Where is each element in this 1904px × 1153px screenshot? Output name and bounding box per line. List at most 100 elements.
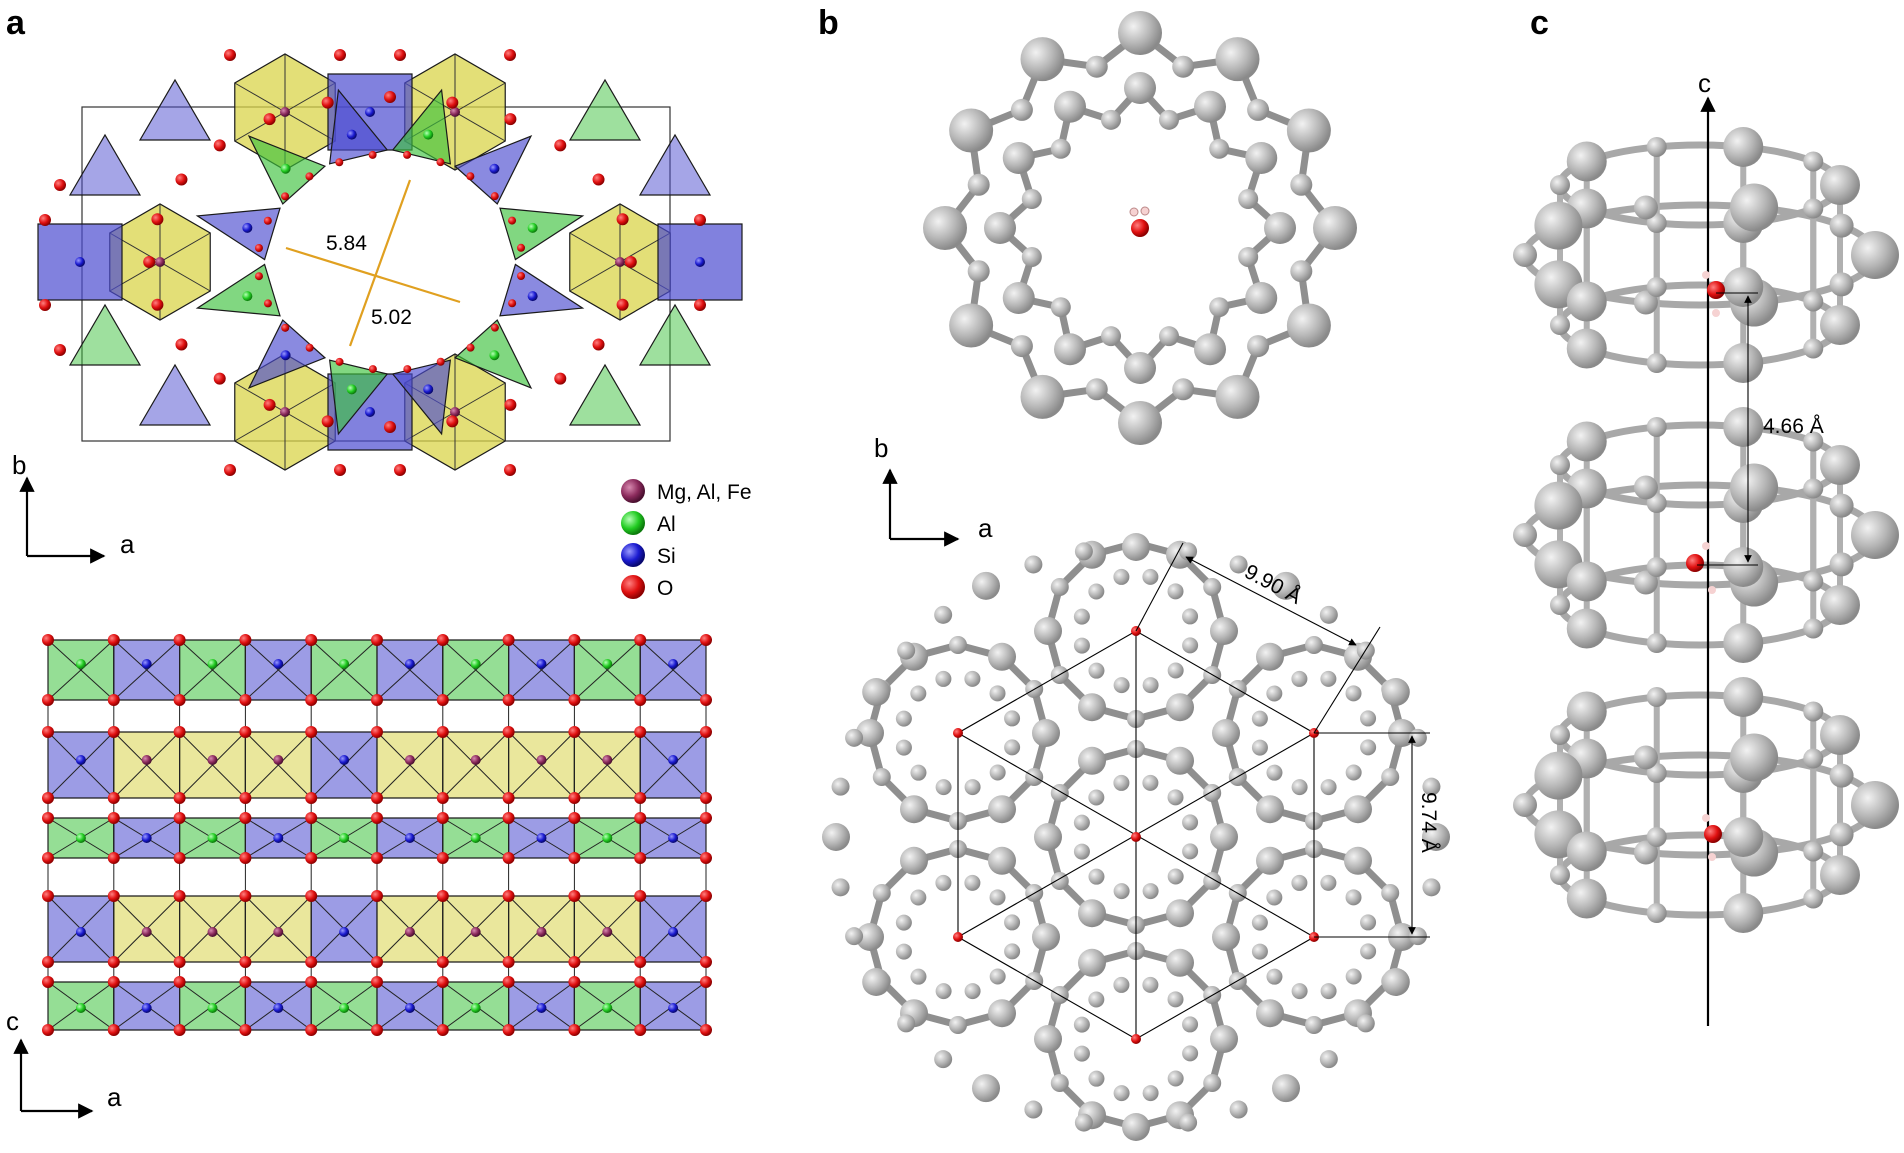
framework-atom (1803, 431, 1824, 452)
framework-atom (1266, 889, 1283, 906)
oxygen-atom (107, 792, 120, 804)
cation-atom (75, 1003, 86, 1013)
framework-atom (1032, 719, 1060, 747)
framework-atom (1032, 923, 1060, 951)
oxygen-atom (371, 634, 383, 646)
cation-atom (207, 927, 218, 937)
framework-atom (1113, 883, 1130, 900)
oxygen-atom (403, 150, 412, 159)
oxygen-atom (504, 49, 516, 61)
polyhedron-face (138, 363, 212, 426)
oxygen-atom (305, 343, 314, 352)
framework-atom (910, 889, 927, 906)
oxygen-atom (634, 852, 647, 864)
hydrogen-atom (1708, 853, 1716, 861)
framework-atom (897, 641, 916, 660)
oxygen-atom (281, 192, 290, 201)
framework-atom (1566, 421, 1607, 462)
framework-atom (1002, 282, 1035, 314)
framework-atom (1054, 90, 1086, 123)
framework-atom (910, 968, 927, 985)
oxygen-atom (502, 634, 515, 646)
framework-atom (1088, 662, 1105, 679)
framework-atom (964, 983, 981, 1000)
legend-item-si: Si (621, 543, 676, 568)
framework-atom (1803, 701, 1824, 722)
panel-a-bottom-structure (42, 634, 712, 1036)
oxygen-atom (568, 1024, 581, 1036)
framework-atom (1360, 739, 1377, 756)
framework-atom (1124, 352, 1156, 384)
oxygen-atom (263, 299, 272, 308)
framework-atom (1212, 923, 1240, 951)
framework-atom (1209, 138, 1230, 159)
framework-atom (1291, 874, 1308, 891)
pore-dim-1: 5.84 (326, 232, 367, 255)
framework-atom (1286, 303, 1331, 348)
framework-atom (1345, 889, 1362, 906)
framework-atom (1803, 151, 1824, 172)
framework-atom (1290, 260, 1313, 283)
si-atom (365, 107, 375, 117)
oxygen-atom (107, 956, 120, 968)
framework-atom (1264, 212, 1296, 244)
oxygen-atom (335, 158, 344, 167)
oxygen-atom (371, 852, 383, 864)
oxygen-atom (624, 256, 637, 268)
polyhedron-edge (574, 639, 641, 701)
framework-atom (1245, 142, 1278, 174)
framework-atom (1513, 243, 1537, 267)
oxygen-atom (239, 890, 252, 902)
framework-atom (1633, 570, 1658, 595)
framework-atom (935, 983, 952, 1000)
framework-atom (1646, 136, 1667, 157)
framework-atom (1088, 583, 1105, 600)
oxygen-atom (568, 634, 581, 646)
oxygen-atom (634, 634, 647, 646)
oxygen-atom (107, 812, 120, 824)
cation-atom (141, 1003, 152, 1013)
framework-atom (1024, 555, 1043, 574)
framework-atom (923, 206, 967, 250)
oxygen-atom (517, 243, 526, 252)
framework-atom (1021, 246, 1042, 267)
framework-atom (856, 923, 884, 951)
oxygen-atom (700, 726, 712, 738)
framework-atom (1320, 983, 1337, 1000)
framework-atom (1646, 556, 1667, 577)
oxygen-atom (42, 852, 54, 864)
oxygen-atom (634, 694, 647, 706)
oxygen-atom (502, 976, 515, 988)
oxygen-atom (173, 890, 186, 902)
legend-label: Mg, Al, Fe (657, 481, 752, 504)
framework-atom (989, 764, 1006, 781)
framework-atom (1142, 774, 1159, 791)
framework-atom (1078, 693, 1106, 722)
oxygen-atom (305, 1024, 318, 1036)
framework-atom (1194, 333, 1226, 366)
framework-atom (1210, 617, 1238, 645)
framework-atom (935, 670, 952, 687)
oxygen-atom (173, 634, 186, 646)
framework-atom (1566, 141, 1607, 182)
oxygen-atom (504, 113, 517, 126)
panel-a-letter: a (6, 4, 26, 42)
oxygen-atom (436, 357, 445, 366)
cation-atom (470, 659, 481, 669)
oxygen-atom (436, 852, 449, 864)
framework-atom (1256, 999, 1284, 1028)
framework-atom (934, 1050, 953, 1069)
panel-b-axes: b a (874, 433, 993, 547)
cation-atom (536, 659, 547, 669)
axis-c-label: c (6, 1006, 19, 1036)
oxygen-atom (568, 812, 581, 824)
framework-atom (1266, 764, 1283, 781)
cation-atom (470, 927, 481, 937)
oxygen-atom (700, 694, 712, 706)
framework-atom (989, 685, 1006, 702)
oxygen-atom (502, 812, 515, 824)
framework-atom (1646, 353, 1667, 374)
framework-atom (822, 823, 850, 851)
framework-atom (862, 678, 891, 706)
oxygen-atom (151, 298, 164, 311)
